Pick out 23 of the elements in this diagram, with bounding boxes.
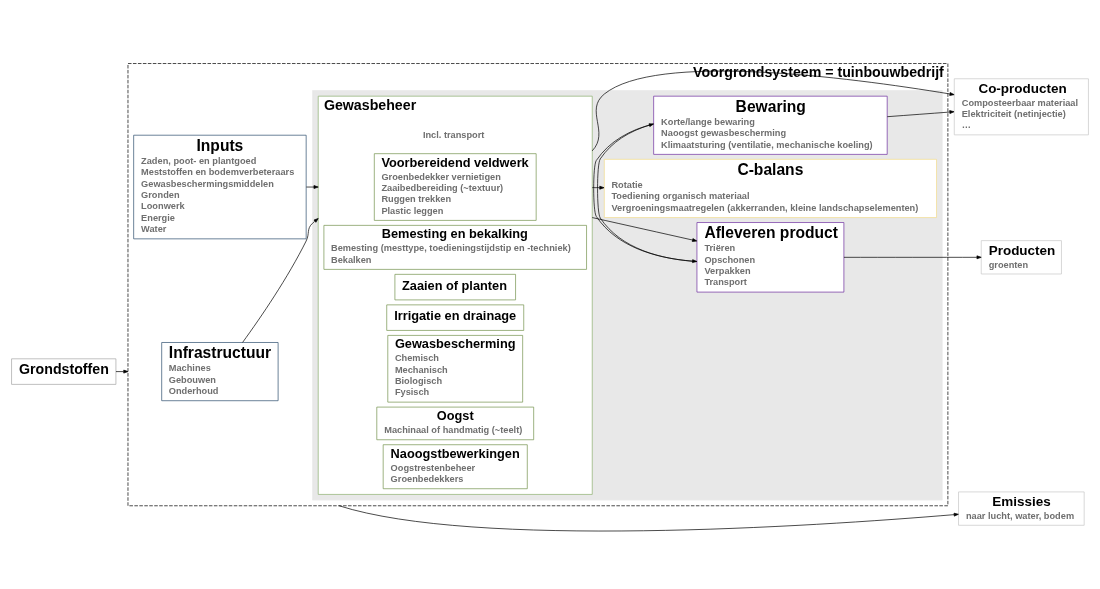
node-box: Irrigatie en drainage <box>386 304 525 331</box>
node-box: Emissies naar lucht, water, bodem <box>958 491 1085 526</box>
arrow <box>886 110 955 118</box>
arrow <box>338 505 959 532</box>
node-box: Afleveren product Triëren Opschonen Verpakken Transport <box>696 222 845 293</box>
arrow <box>306 185 319 189</box>
node-box: Grondstoffen <box>11 358 117 385</box>
node-box: Voorbereidend veldwerk Groenbedekker vernietigen Zaaibedbereiding (~textuur) Ruggen trekken Plastic leggen <box>373 153 537 221</box>
node-box: Infrastructuur Machines Gebouwen Onderhoud <box>161 342 279 402</box>
node-box: Co-producten Composteerbaar materiaal Elektriciteit (netinjectie) … <box>953 78 1089 136</box>
node-box: Naoogstbewerkingen Oogstrestenbeheer Groenbedekkers <box>382 444 528 490</box>
node-box: Oogst Machinaal of handmatig (~teelt) <box>376 406 535 441</box>
node-box: Inputs Zaden, poot- en plantgoed Meststoffen en bodemverbeteraars Gewasbeschermingsmiddelen Gronden Loonwerk Energie Water <box>133 134 307 240</box>
node-box: Bemesting en bekalking Bemesting (mesttype, toedieningstijdstip en -techniek) Bekalken <box>323 225 587 270</box>
node-box: Producten groenten <box>980 240 1062 275</box>
node-box: Gewasbescherming Chemisch Mechanisch Biologisch Fysisch <box>387 335 524 403</box>
arrow <box>843 255 982 260</box>
node-box: C-balans Rotatie Toediening organisch materiaal Vergroeningsmaatregelen (akkerranden, kleine landschapselementen) <box>603 159 937 218</box>
node-box: Zaaien of planten <box>394 274 516 301</box>
arrow <box>115 369 129 374</box>
arrow <box>591 70 955 152</box>
arrow <box>242 218 319 343</box>
node-box: Bewaring Korte/lange bewaring Naoogst gewasbescherming Klimaatsturing (ventilatie, mechanische koeling) <box>653 95 888 155</box>
